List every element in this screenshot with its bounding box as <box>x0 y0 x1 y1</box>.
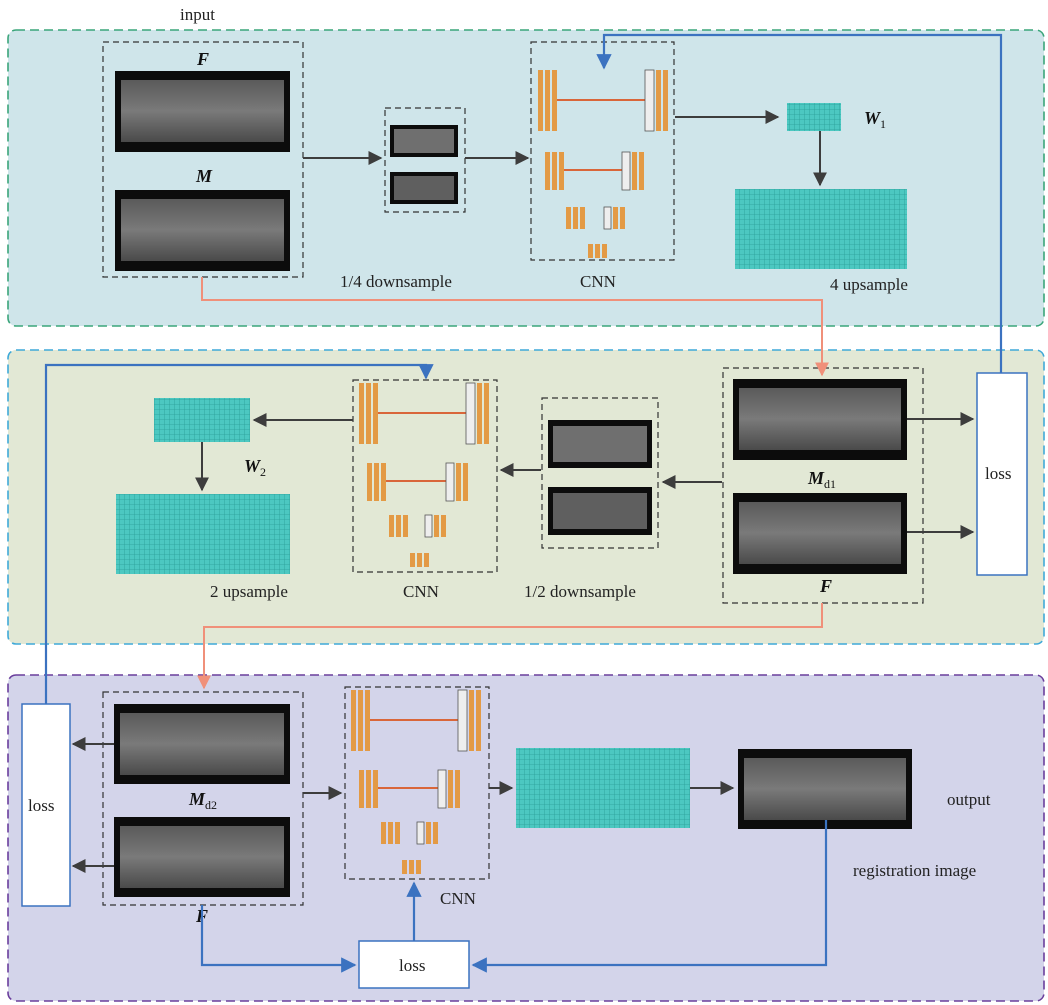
stage2-upsample-label: 2 upsample <box>210 582 288 601</box>
stage2-downsampled-deformed <box>548 420 652 468</box>
stage1-downsampled-moving <box>390 172 458 204</box>
stage1-loss-label: loss <box>985 464 1011 483</box>
stage1-upsample-label: 4 upsample <box>830 275 908 294</box>
stage3-deformed-image <box>114 704 290 784</box>
stage2-coarse-field <box>154 398 250 442</box>
stage1-downsample-label: 1/4 downsample <box>340 272 452 291</box>
stage1-moving-symbol: M <box>195 166 213 186</box>
stage3-deformation-field <box>516 748 690 828</box>
stage1-fixed-symbol: F <box>196 49 209 69</box>
output-label: output <box>947 790 991 809</box>
stage1-fixed-image <box>115 71 290 152</box>
stage2-deformed-image <box>733 379 907 460</box>
stage2-cnn-label: CNN <box>403 582 439 601</box>
stage3-fixed-image <box>114 817 290 897</box>
stage1-cnn-label: CNN <box>580 272 616 291</box>
stage2-downsampled-fixed <box>548 487 652 535</box>
stage1-coarse-field <box>787 103 841 131</box>
stage3-loss-label-bottom: loss <box>399 956 425 975</box>
stage2-downsample-label: 1/2 downsample <box>524 582 636 601</box>
registration-image-label: registration image <box>853 861 976 880</box>
stage1-upsampled-field <box>735 189 907 269</box>
stage2-fixed-image <box>733 493 907 574</box>
stage2-upsampled-field <box>116 494 290 574</box>
stage3-loss-label-left: loss <box>28 796 54 815</box>
registration-output-image <box>738 749 912 829</box>
stage1-moving-image <box>115 190 290 271</box>
input-label: input <box>180 5 215 24</box>
stage1-downsampled-fixed <box>390 125 458 157</box>
stage3-cnn-label: CNN <box>440 889 476 908</box>
stage2-fixed-symbol: F <box>819 576 832 596</box>
